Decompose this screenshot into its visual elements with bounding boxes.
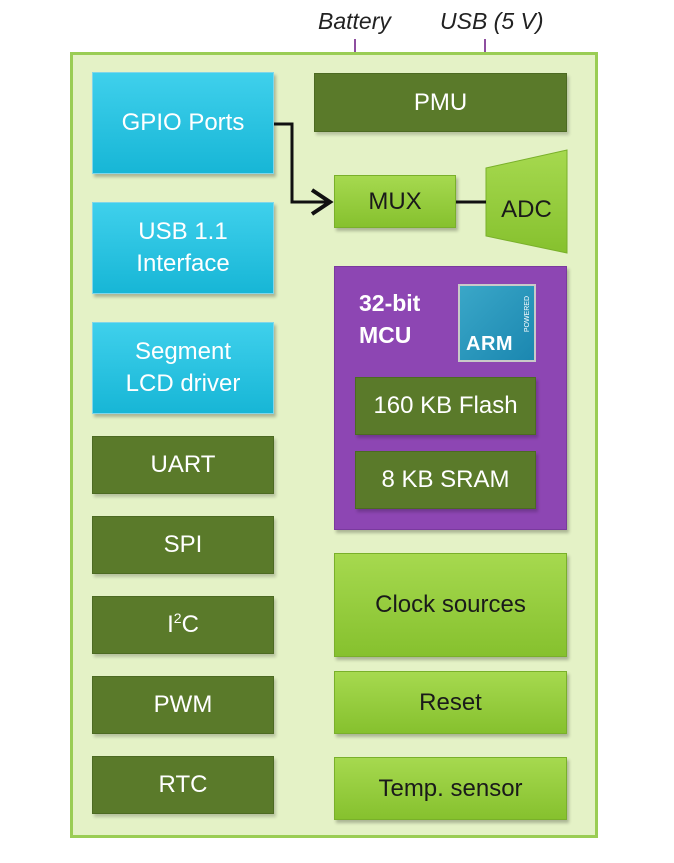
mcu-title: 32-bit MCU bbox=[359, 290, 421, 348]
i2c-block: I2C bbox=[92, 596, 274, 654]
pmu-block: PMU bbox=[314, 73, 567, 132]
segment-lcd-label-line1: Segment bbox=[134, 338, 232, 365]
usb-interface-label-line2: Interface bbox=[136, 250, 230, 277]
pwm-label: PWM bbox=[153, 691, 213, 718]
clock-sources-block: Clock sources bbox=[334, 553, 567, 657]
flash-label: 160 KB Flash bbox=[373, 392, 518, 419]
segment-lcd-label-line2: LCD driver bbox=[125, 370, 241, 397]
uart-label: UART bbox=[150, 451, 216, 478]
i2c-label-suffix: C bbox=[181, 611, 199, 638]
battery-connector bbox=[354, 39, 356, 54]
adc-trapezoid bbox=[485, 149, 568, 254]
i2c-label-superscript: 2 bbox=[173, 610, 182, 626]
flash-block: 160 KB Flash bbox=[355, 377, 536, 435]
usb-interface-block: USB 1.1 Interface bbox=[92, 202, 274, 294]
arm-logo: ARM POWERED bbox=[458, 284, 536, 362]
pmu-label: PMU bbox=[413, 88, 468, 116]
i2c-label: I2C bbox=[167, 611, 199, 639]
temp-sensor-label: Temp. sensor bbox=[378, 774, 523, 802]
sram-block: 8 KB SRAM bbox=[355, 451, 536, 509]
i2c-label-prefix: I bbox=[167, 611, 174, 638]
adc-label-box: ADC bbox=[486, 180, 567, 240]
gpio-ports-block: GPIO Ports bbox=[92, 72, 274, 174]
arm-logo-text: ARM bbox=[466, 333, 514, 355]
pwm-block: PWM bbox=[92, 676, 274, 734]
usb-power-connector bbox=[484, 39, 486, 54]
mux-block: MUX bbox=[334, 175, 456, 228]
gpio-to-mux-arrowhead bbox=[310, 188, 334, 216]
mux-label: MUX bbox=[368, 187, 422, 215]
spi-block: SPI bbox=[92, 516, 274, 574]
rtc-label: RTC bbox=[158, 771, 208, 798]
clock-sources-label: Clock sources bbox=[375, 591, 526, 618]
gpio-ports-label: GPIO Ports bbox=[121, 109, 245, 136]
uart-block: UART bbox=[92, 436, 274, 494]
reset-block: Reset bbox=[334, 671, 567, 734]
segment-lcd-driver-block: Segment LCD driver bbox=[92, 322, 274, 414]
reset-label: Reset bbox=[419, 688, 482, 716]
adc-label: ADC bbox=[501, 196, 552, 223]
usb-power-label: USB (5 V) bbox=[440, 8, 544, 34]
usb-interface-label-line1: USB 1.1 bbox=[138, 218, 228, 245]
sram-label: 8 KB SRAM bbox=[381, 466, 510, 493]
battery-label: Battery bbox=[318, 8, 391, 34]
temp-sensor-block: Temp. sensor bbox=[334, 757, 567, 820]
gpio-to-mux-connector bbox=[274, 122, 328, 204]
spi-label: SPI bbox=[163, 531, 203, 558]
rtc-block: RTC bbox=[92, 756, 274, 814]
